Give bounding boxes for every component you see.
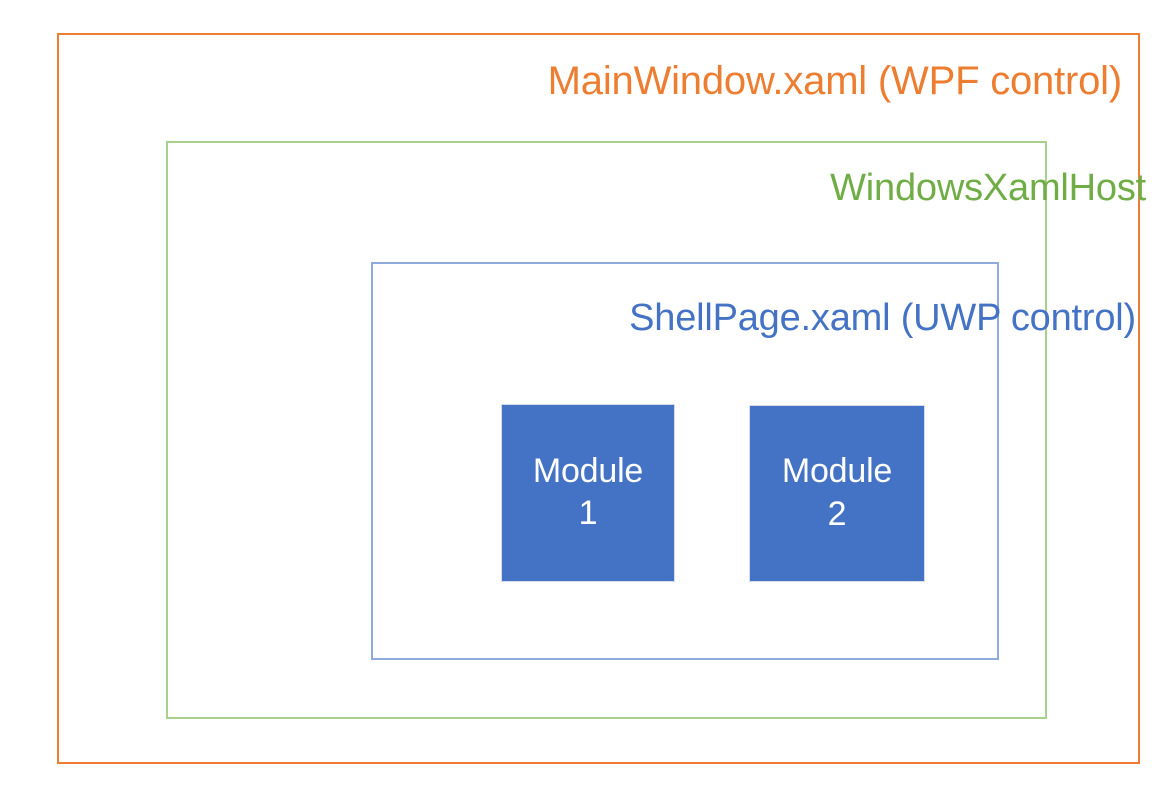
layer-label-windowsxamlhost: WindowsXamlHost — [830, 167, 1146, 209]
module-1-text: Module 1 — [532, 451, 644, 535]
layer-box-mainwindow — [57, 33, 1140, 764]
module-2-label-line1: Module — [781, 452, 893, 491]
layer-box-shellpage — [371, 262, 999, 660]
module-1-label-line2: 1 — [578, 494, 598, 532]
layer-label-shellpage: ShellPage.xaml (UWP control) — [629, 297, 1136, 339]
layer-box-windowsxamlhost — [166, 141, 1047, 719]
module-box-1: Module 1 — [502, 405, 674, 581]
module-box-2: Module 2 — [750, 406, 924, 581]
module-2-text: Module 2 — [781, 451, 893, 535]
module-1-label-line1: Module — [532, 451, 644, 490]
layer-label-mainwindow: MainWindow.xaml (WPF control) — [547, 59, 1123, 103]
module-2-label-line2: 2 — [827, 494, 847, 533]
